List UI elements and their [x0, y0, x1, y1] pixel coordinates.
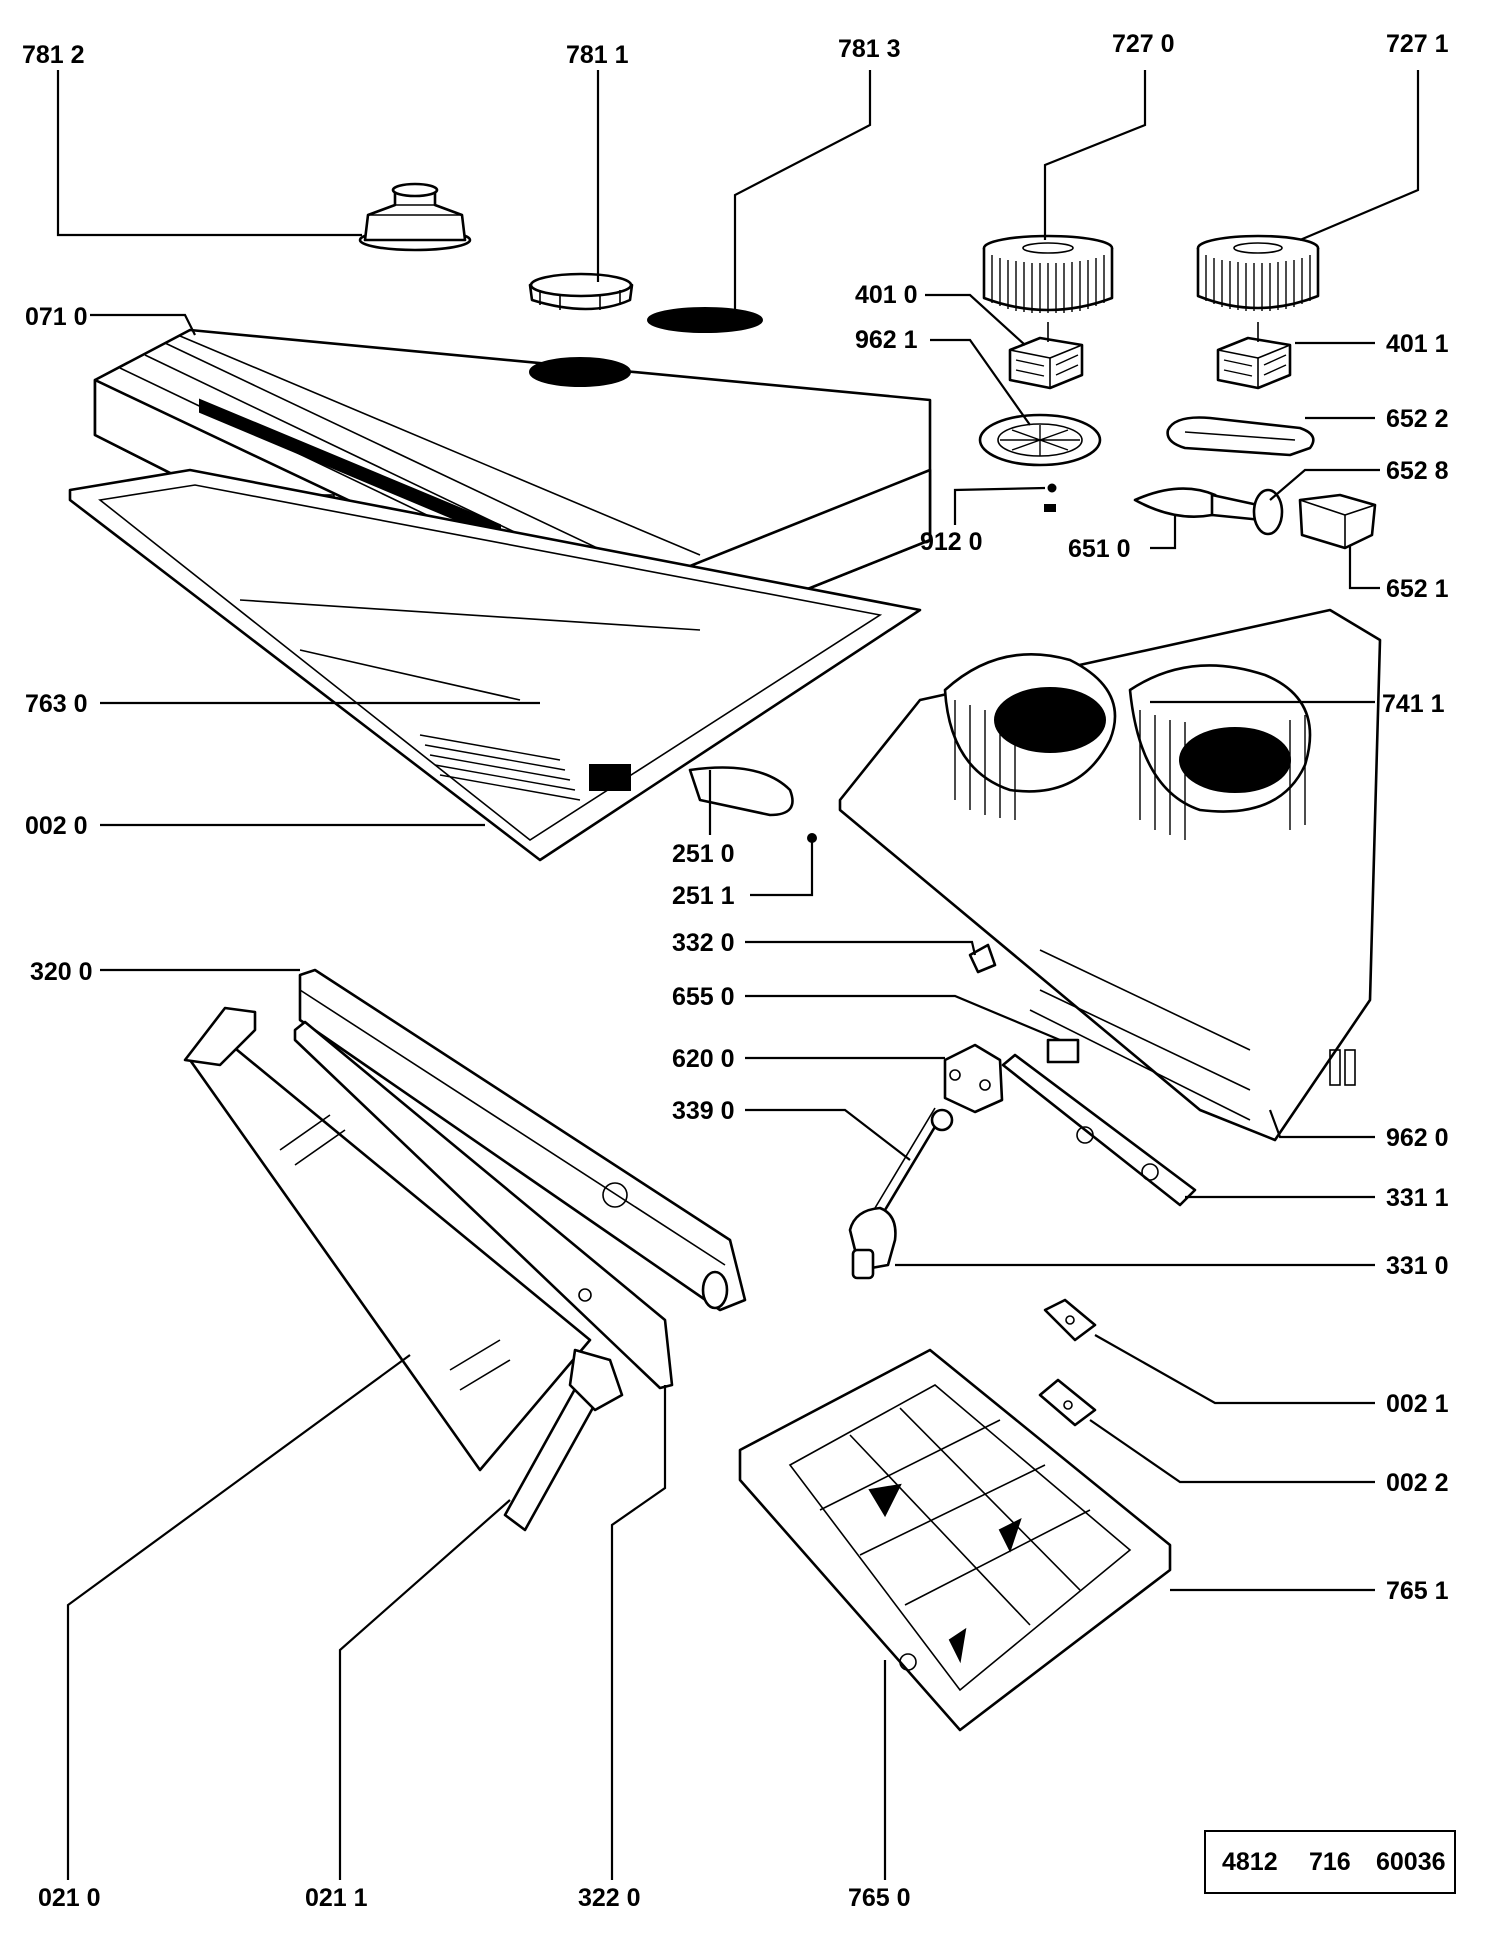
label-339-0: 339 0 [672, 1097, 735, 1125]
label-652-2: 652 2 [1386, 405, 1449, 433]
part-322-0-bar [293, 1020, 674, 1390]
part-331-1-control-plate [1001, 1053, 1197, 1207]
reference-part-1: 4812 [1222, 1848, 1278, 1876]
label-002-0: 002 0 [25, 812, 88, 840]
label-331-1: 331 1 [1386, 1184, 1449, 1212]
part-331-0-knob [848, 1206, 897, 1280]
part-962-1-grille [978, 413, 1102, 467]
leader-lines [56, 70, 1420, 1880]
part-912-0-screws [1044, 483, 1057, 512]
part-021-0-glass-panel [183, 1006, 592, 1472]
label-962-0: 962 0 [1386, 1124, 1449, 1152]
part-021-1-roller [503, 1348, 624, 1532]
part-002-2-bracket [1038, 1378, 1097, 1427]
part-655-0-connector [1046, 1038, 1080, 1064]
label-727-1: 727 1 [1386, 30, 1449, 58]
part-652-2-lamp-cover [1166, 416, 1315, 457]
part-401-0-motor [1008, 322, 1084, 390]
label-401-0: 401 0 [855, 281, 918, 309]
part-781-3-disk [647, 307, 763, 333]
label-912-0: 912 0 [920, 528, 983, 556]
label-251-1: 251 1 [672, 882, 735, 910]
part-320-0-front-panel [298, 968, 747, 1312]
reference-number-box: 4812 716 60036 [1204, 1830, 1456, 1894]
label-765-0: 765 0 [848, 1884, 911, 1912]
part-401-1-motor [1216, 322, 1292, 390]
label-332-0: 332 0 [672, 929, 735, 957]
reference-part-3: 60036 [1376, 1848, 1446, 1876]
label-331-0: 331 0 [1386, 1252, 1449, 1280]
part-741-1-blower-housing [838, 608, 1382, 1142]
label-071-0: 071 0 [25, 303, 88, 331]
label-962-1: 962 1 [855, 326, 918, 354]
label-765-1: 765 1 [1386, 1577, 1449, 1605]
label-620-0: 620 0 [672, 1045, 735, 1073]
part-002-1-bracket [1043, 1298, 1097, 1342]
label-781-1: 781 1 [566, 41, 629, 69]
label-741-1: 741 1 [1382, 690, 1445, 718]
label-763-0: 763 0 [25, 690, 88, 718]
label-002-1: 002 1 [1386, 1390, 1449, 1418]
part-number-labels: 781 2 781 1 781 3 727 0 727 1 401 0 401 … [22, 30, 1449, 1912]
reference-part-2: 716 [1309, 1848, 1351, 1876]
label-021-0: 021 0 [38, 1884, 101, 1912]
part-727-1-fan-wheel [1196, 234, 1320, 311]
label-652-1: 652 1 [1386, 575, 1449, 603]
label-401-1: 401 1 [1386, 330, 1449, 358]
part-781-2-collar [358, 182, 472, 252]
label-021-1: 021 1 [305, 1884, 368, 1912]
part-620-0-switch [943, 1043, 1004, 1114]
part-339-0-rod [874, 1107, 954, 1211]
part-652-1-switch [1298, 493, 1377, 550]
part-651-0-lamp [1133, 487, 1284, 536]
label-002-2: 002 2 [1386, 1469, 1449, 1497]
label-652-8: 652 8 [1386, 457, 1449, 485]
label-651-0: 651 0 [1068, 535, 1131, 563]
part-765-1-filter-cassette [738, 1348, 1172, 1732]
part-002-0-filter-frame [68, 468, 922, 862]
part-727-0-fan-wheel [982, 234, 1114, 313]
part-251-1-screw [807, 833, 817, 858]
label-320-0: 320 0 [30, 958, 93, 986]
label-781-2: 781 2 [22, 41, 85, 69]
part-781-1-ring [528, 272, 634, 311]
label-727-0: 727 0 [1112, 30, 1175, 58]
label-781-3: 781 3 [838, 35, 901, 63]
label-322-0: 322 0 [578, 1884, 641, 1912]
part-332-0-clip [968, 943, 997, 974]
label-251-0: 251 0 [672, 840, 735, 868]
label-655-0: 655 0 [672, 983, 735, 1011]
